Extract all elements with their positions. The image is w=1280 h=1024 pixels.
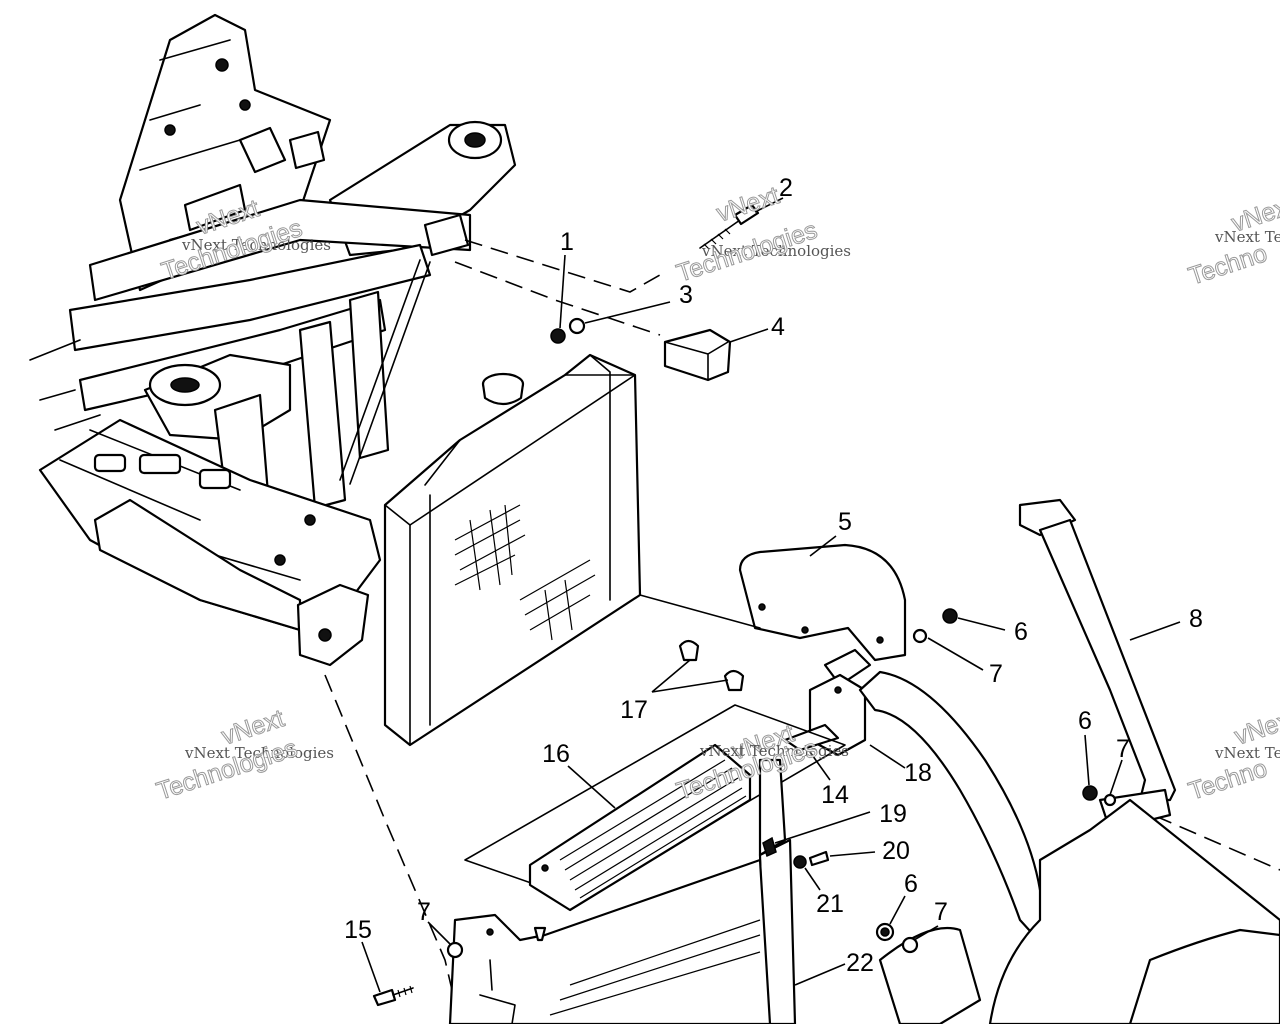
- callout-leader-lines: [361, 197, 1181, 993]
- watermark-right-lower: vNext vNext Tec Techno: [1185, 704, 1280, 806]
- part-22-lower-shroud: [448, 758, 797, 1024]
- callout-1: 1: [560, 228, 574, 256]
- callout-labels: 1 2 3 4 5 6 6 6 7 7 7 7 8 14 15 16 17 18…: [344, 174, 1203, 977]
- callout-7c: 7: [934, 898, 948, 926]
- callout-5: 5: [838, 508, 852, 536]
- callout-22: 22: [846, 949, 874, 977]
- part-8-support-bar: [1018, 498, 1177, 832]
- callout-20: 20: [882, 837, 910, 865]
- callout-7b: 7: [1116, 735, 1130, 763]
- vehicle-frame-assembly: [29, 13, 517, 667]
- callout-21: 21: [816, 890, 844, 918]
- watermark-text: vNext Technologies: [699, 742, 849, 760]
- watermark-text: vNext Technologies: [184, 744, 334, 762]
- part-18-mounting-bracket: [783, 648, 872, 757]
- callout-3: 3: [679, 281, 693, 309]
- watermark-right-upper: vNext vNext Tec Techno: [1185, 191, 1280, 291]
- callout-16: 16: [542, 740, 570, 768]
- callout-6c: 6: [904, 870, 918, 898]
- watermark-text: vNext Tec: [1214, 744, 1280, 762]
- watermark-text: vNext Tec: [1214, 228, 1280, 246]
- callout-2: 2: [779, 174, 793, 202]
- watermark-center-upper: vNext vNext Technologies Technologies: [673, 181, 851, 288]
- part-16-grille: [464, 704, 846, 912]
- callout-15: 15: [344, 916, 372, 944]
- watermark-left-lower: vNext vNext Technologies Technologies: [153, 704, 334, 806]
- callout-7d: 7: [417, 898, 431, 926]
- callout-7a: 7: [989, 660, 1003, 688]
- callout-6a: 6: [1014, 618, 1028, 646]
- callout-14: 14: [821, 781, 849, 809]
- callout-17: 17: [620, 696, 648, 724]
- callout-8: 8: [1189, 605, 1203, 633]
- front-bumper-arch: [858, 670, 1280, 1024]
- watermark-text: vNext Technologies: [701, 242, 851, 260]
- callout-19: 19: [879, 800, 907, 828]
- callout-4: 4: [771, 313, 785, 341]
- radiator: [383, 353, 642, 747]
- callout-6b: 6: [1078, 707, 1092, 735]
- part-5-cover-panel: [639, 543, 907, 662]
- watermark-text: Techno: [1185, 239, 1270, 291]
- watermark-text: vNext Technologies: [181, 236, 331, 254]
- fasteners: [372, 203, 1117, 1007]
- callout-18: 18: [904, 759, 932, 787]
